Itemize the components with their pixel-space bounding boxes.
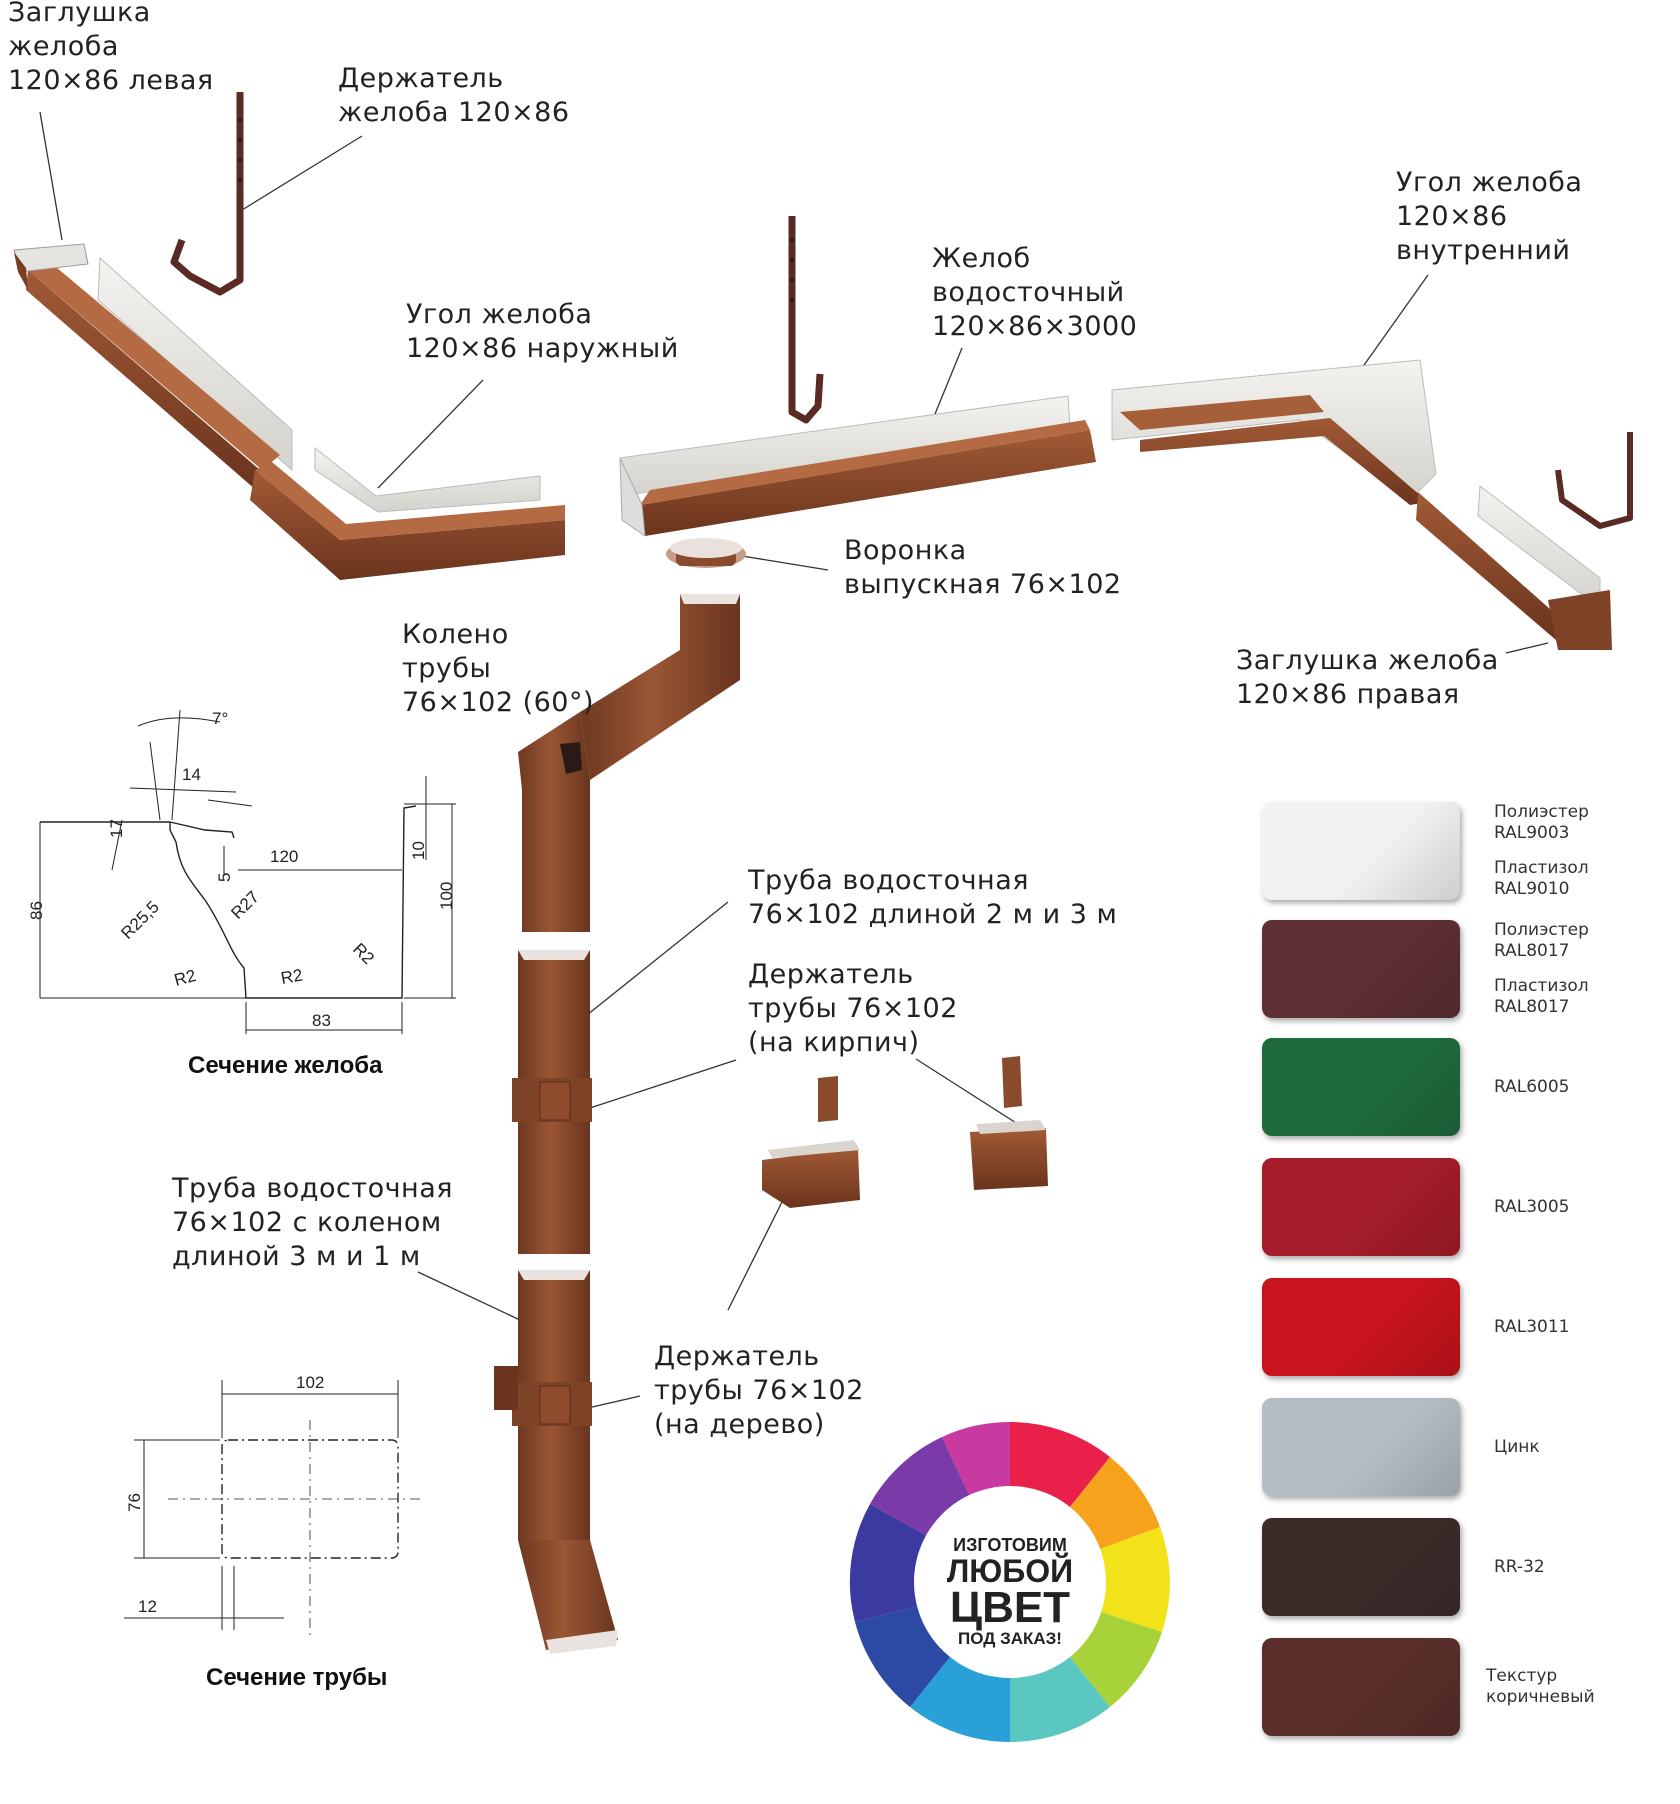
inner-corner (1111, 359, 1437, 505)
color-swatch-label: RR-32 (1494, 1556, 1545, 1577)
gutter-section-drawing (39, 709, 456, 1034)
color-swatch-label: RAL6005 (1494, 1076, 1570, 1097)
pipe-elbow-top (518, 594, 740, 932)
dim-10: 10 (409, 841, 428, 860)
custom-color-badge: ИЗГОТОВИМ ЛЮБОЙ ЦВЕТ ПОД ЗАКАЗ! (946, 1535, 1074, 1648)
dim-100: 100 (437, 882, 456, 910)
color-swatch (1262, 1158, 1460, 1256)
dim-17: 17 (107, 819, 126, 838)
downpipe-with-elbow (494, 1270, 618, 1654)
color-swatch-label: RAL3011 (1494, 1316, 1570, 1337)
dim-12: 12 (138, 1597, 157, 1616)
dim-83: 83 (312, 1011, 331, 1030)
dim-r2-left: R2 (172, 966, 198, 990)
dim-14: 14 (182, 765, 201, 784)
downpipe-straight (512, 950, 592, 1254)
pipe-holder-wood (762, 1076, 860, 1208)
funnel (666, 538, 746, 568)
dim-102: 102 (296, 1373, 324, 1392)
dim-76: 76 (125, 1493, 144, 1512)
gutter-center (619, 395, 1096, 538)
color-swatch-label: Цинк (1494, 1436, 1540, 1457)
dim-r2-mid: R2 (279, 965, 304, 987)
color-swatch (1262, 1398, 1460, 1496)
pipe-holder-brick (970, 1056, 1048, 1190)
color-swatch-label: RAL3005 (1494, 1196, 1570, 1217)
gutter-holder-right (1555, 432, 1633, 529)
gutter-holder-left (170, 92, 244, 296)
color-swatch (1262, 1278, 1460, 1376)
color-wheel (849, 1421, 1170, 1742)
outer-corner (250, 446, 565, 580)
gutter-section-title: Сечение желоба (188, 1052, 383, 1079)
dim-r2-right: R2 (349, 939, 378, 968)
pipe-section-drawing (124, 1380, 420, 1640)
dim-r27: R27 (227, 887, 262, 922)
pipe-section-title: Сечение трубы (206, 1664, 388, 1691)
dim-r25-5: R25,5 (117, 897, 163, 943)
dim-120: 120 (270, 847, 298, 866)
color-swatch (1262, 1638, 1460, 1736)
color-swatch (1262, 802, 1460, 900)
color-swatch (1262, 1518, 1460, 1616)
dim-86: 86 (27, 901, 46, 920)
gutter-left (13, 243, 293, 490)
gutter-holder-center (788, 216, 824, 424)
color-swatch (1262, 1038, 1460, 1136)
dim-5: 5 (215, 873, 234, 882)
color-swatch (1262, 920, 1460, 1018)
dim-7-deg: 7° (212, 709, 228, 728)
gutter-right (1416, 485, 1612, 650)
